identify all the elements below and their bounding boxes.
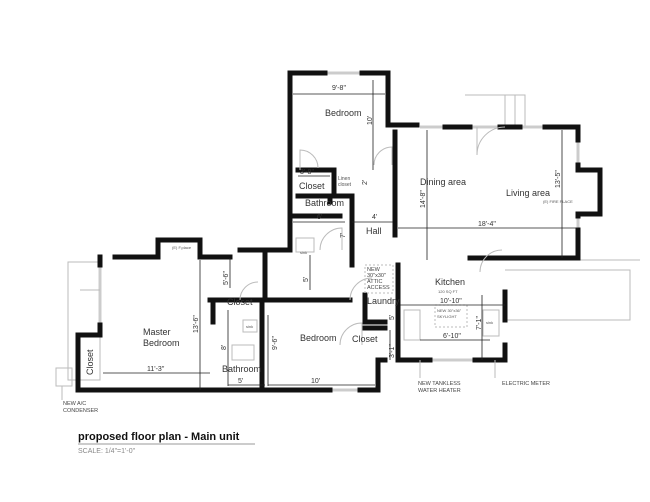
electric-meter-note: ELECTRIC METER xyxy=(502,381,550,387)
dim-label: 3'-1" xyxy=(389,344,396,358)
room-label-living: Living area xyxy=(506,188,550,198)
dim-label: 7' xyxy=(340,233,347,238)
dim-label: 9'-6" xyxy=(272,336,279,350)
dim-label: 13'-6" xyxy=(193,315,200,333)
ac-note: CONDENSER xyxy=(63,408,98,414)
dim-label: 10' xyxy=(311,378,320,385)
plan-title: proposed floor plan - Main unit xyxy=(78,431,240,443)
notes: NEW 30"x30" ATTIC ACCESS NEW 30"x36" SKY… xyxy=(63,267,550,414)
dim-label: 6' xyxy=(317,214,322,221)
room-label-master-closet: Closet xyxy=(85,349,95,375)
room-label-bathroom-upper: Bathroom xyxy=(305,198,344,208)
dim-label: 5' xyxy=(238,378,243,385)
dimension-labels: 9'-8" 10' 3'-8" 6' 4' 2' 7' 14'-8" 18'-4… xyxy=(147,85,562,385)
water-heater-note: NEW TANKLESS xyxy=(418,381,461,387)
dim-label: 5'-6" xyxy=(223,271,230,285)
room-label-hall: Hall xyxy=(366,226,382,236)
ac-note: NEW A/C xyxy=(63,401,86,407)
room-label-closet-upper: Closet xyxy=(299,181,325,191)
dim-label: 7'-1" xyxy=(476,316,483,330)
room-label-closet-mid: Closet xyxy=(227,297,253,307)
attic-note: ACCESS xyxy=(367,285,390,291)
room-label-bathroom-lower: Bathroom xyxy=(222,364,261,374)
sink-label-lower: sink xyxy=(246,324,253,329)
room-label-bedroom-lower: Bedroom xyxy=(300,333,337,343)
skylight-note: NEW 30"x36" xyxy=(437,308,462,313)
dimension-lines xyxy=(61,80,578,400)
room-label-linen-1: Linen xyxy=(338,176,350,182)
dim-label: 4' xyxy=(372,214,377,221)
walls xyxy=(75,70,603,393)
kitchen-area: 120 SQ FT xyxy=(438,289,458,294)
dim-label: 10'-10" xyxy=(440,298,462,305)
plan-scale: SCALE: 1/4"=1'-0" xyxy=(78,448,136,455)
dim-label: 6'-10" xyxy=(443,333,461,340)
dim-label: 13'-5" xyxy=(555,170,562,188)
room-label-kitchen: Kitchen xyxy=(435,277,465,287)
dim-label: 10' xyxy=(367,116,374,125)
dim-label: 14'-8" xyxy=(420,190,427,208)
dim-label: 2' xyxy=(362,180,369,185)
attic-note: ATTIC xyxy=(367,279,383,285)
room-label-laundry: Laundry xyxy=(367,296,400,306)
dim-label: 9'-8" xyxy=(332,85,346,92)
title-block: proposed floor plan - Main unit SCALE: 1… xyxy=(78,431,255,455)
water-heater-note: WATER HEATER xyxy=(418,388,461,394)
room-labels: Bedroom Closet Linen closet Bathroom Hal… xyxy=(85,108,573,375)
fireplace-label: (E) FIRE PLACE xyxy=(543,199,573,204)
attic-note: NEW xyxy=(367,267,381,273)
room-label-closet-lower: Closet xyxy=(352,334,378,344)
sink-label-upper: sink xyxy=(300,250,307,255)
dim-label: 8' xyxy=(221,345,228,350)
room-label-dining: Dining area xyxy=(420,177,466,187)
skylight-note: SKYLIGHT xyxy=(437,314,457,319)
dim-label: 18'-4" xyxy=(478,221,496,228)
room-label-linen-2: closet xyxy=(338,182,352,188)
master-fireplace-label: (E) F.place xyxy=(172,245,192,250)
dim-label: 5' xyxy=(389,315,396,320)
sink-label-kitchen: sink xyxy=(486,320,493,325)
room-label-bedroom-upper: Bedroom xyxy=(325,108,362,118)
doors xyxy=(80,126,506,346)
room-label-master-2: Bedroom xyxy=(143,338,180,348)
attic-note: 30"x30" xyxy=(367,273,386,279)
dim-label: 11'-3" xyxy=(147,366,165,373)
dim-label: 5' xyxy=(303,277,310,282)
dim-label: 3'-8" xyxy=(300,169,314,176)
room-label-master-1: Master xyxy=(143,327,171,337)
